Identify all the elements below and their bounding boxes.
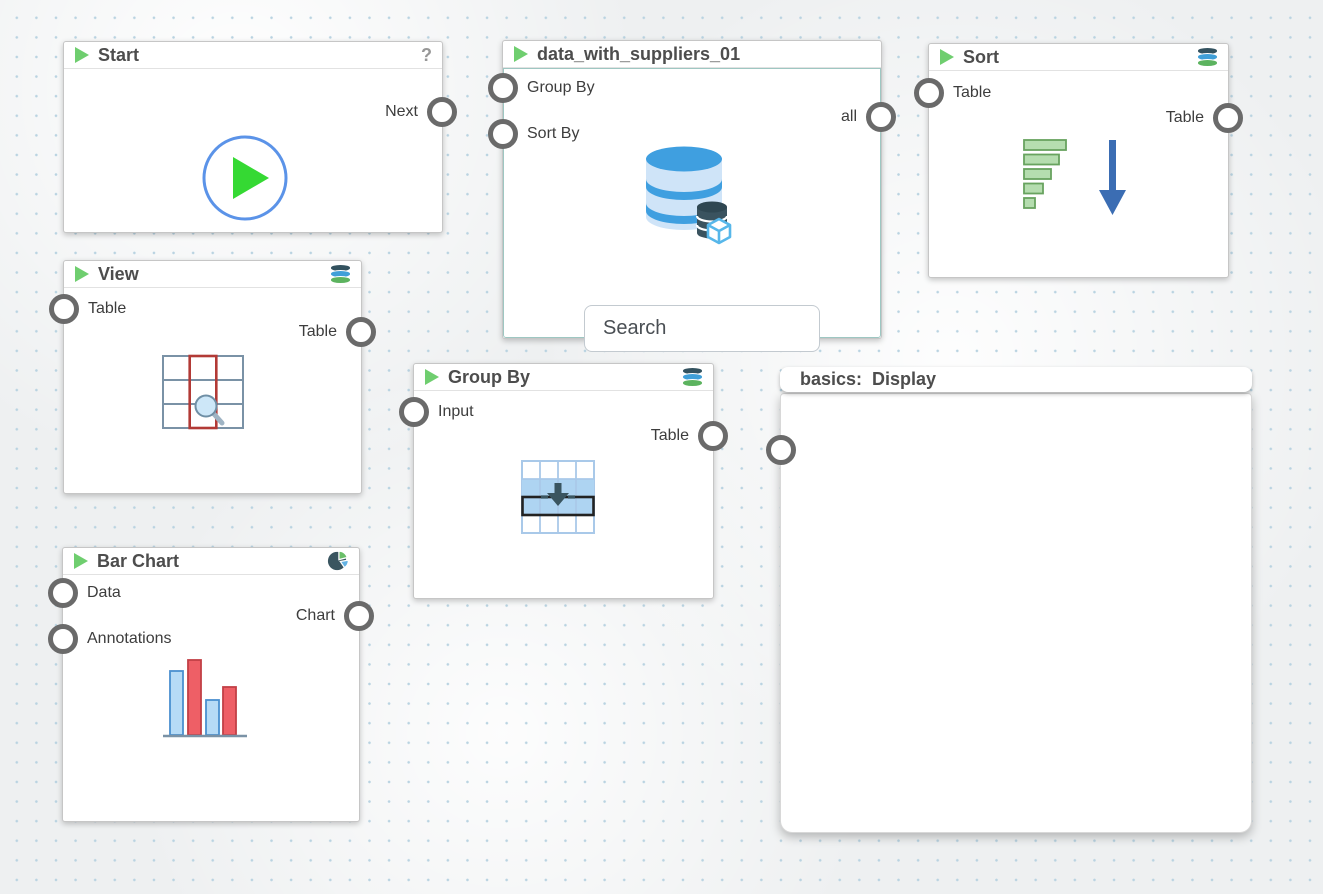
node-group-by-body [414,391,713,598]
node-view-body [64,288,361,493]
node-group-by-header[interactable]: Group By [414,364,713,391]
input-port-input[interactable] [399,397,429,427]
play-icon [940,49,954,65]
port-label: Next [385,103,418,120]
pie-chart-icon [327,550,349,572]
node-view-header[interactable]: View [64,261,361,288]
port-row-annotations: Annotations [48,624,172,654]
input-port-group-by[interactable] [488,73,518,103]
input-port-display[interactable] [766,435,796,465]
node-start-body [64,69,442,232]
node-dataset-body [503,68,881,352]
node-dataset[interactable]: data_with_suppliers_01 Group By [488,40,896,352]
output-port-chart[interactable] [344,601,374,631]
display-panel-title: basics: Display [800,369,937,389]
input-port-annotations[interactable] [48,624,78,654]
table-merge-icon [521,460,595,534]
node-bar-chart-body [63,575,359,821]
output-port-next[interactable] [427,97,457,127]
database-cube-icon [646,146,732,245]
port-row-table-out: Table [299,317,376,347]
port-label: Group By [527,79,595,96]
port-row-input: Input [399,397,474,427]
node-start[interactable]: Start ? Next [63,41,457,233]
port-label: Table [1165,109,1204,126]
input-port-sort-by[interactable] [488,119,518,149]
play-icon [74,553,88,569]
port-row-sort-by: Sort By [488,119,579,149]
port-row-table-in: Table [914,78,991,108]
node-bar-chart-header[interactable]: Bar Chart [63,548,359,575]
port-label: Table [298,323,337,340]
port-label: Table [650,427,689,444]
help-button[interactable]: ? [421,44,432,65]
node-title: data_with_suppliers_01 [537,43,741,64]
play-circle-icon [202,135,288,221]
database-stack-icon [329,264,351,284]
display-panel-body [766,393,1252,833]
database-stack-icon [681,367,703,387]
node-sort-header[interactable]: Sort [929,44,1228,71]
play-icon [514,46,528,62]
port-row-table-out: Table [651,421,728,451]
port-row-next: Next [385,97,457,127]
input-port-data[interactable] [48,578,78,608]
port-label: all [840,108,857,125]
port-row-data: Data [48,578,121,608]
port-label: Chart [295,607,335,624]
node-dataset-header[interactable]: data_with_suppliers_01 [503,41,881,68]
table-magnifier-icon [162,354,244,430]
sort-bars-arrow-icon [1023,139,1126,215]
output-port-all[interactable] [866,102,896,132]
node-view[interactable]: View Table Table [49,260,376,494]
port-label: Annotations [87,630,172,647]
port-row-table-in: Table [49,294,126,324]
port-row-table-out: Table [1166,103,1243,133]
search-input[interactable] [584,305,820,352]
node-title: Start [98,44,140,65]
input-port-table[interactable] [49,294,79,324]
port-label: Table [953,84,992,101]
output-port-table[interactable] [698,421,728,451]
port-row-group-by: Group By [488,73,595,103]
node-bar-chart[interactable]: Bar Chart Data [48,547,374,822]
node-title: Bar Chart [97,550,180,571]
play-icon [75,266,89,282]
node-group-by[interactable]: Group By Input Table [399,363,728,599]
input-port-table[interactable] [914,78,944,108]
port-label: Data [87,584,121,601]
bar-chart-icon [163,659,247,738]
play-icon [75,47,89,63]
node-sort-body [929,71,1228,277]
output-port-table[interactable] [346,317,376,347]
play-icon [425,369,439,385]
node-title: Sort [963,46,999,67]
port-row-all: all [841,102,896,132]
run-button[interactable] [200,133,290,223]
node-title: Group By [448,366,531,387]
display-panel-header[interactable]: basics: Display [780,367,1252,392]
node-sort[interactable]: Sort Table Table [914,43,1243,278]
port-label: Input [438,403,474,420]
port-label: Sort By [527,125,580,142]
node-start-header[interactable]: Start ? [64,42,442,69]
port-row-display-in [766,435,796,465]
node-title: View [98,263,139,284]
output-port-table[interactable] [1213,103,1243,133]
port-row-chart-out: Chart [296,601,374,631]
port-label: Table [88,300,127,317]
database-stack-icon [1196,47,1218,67]
